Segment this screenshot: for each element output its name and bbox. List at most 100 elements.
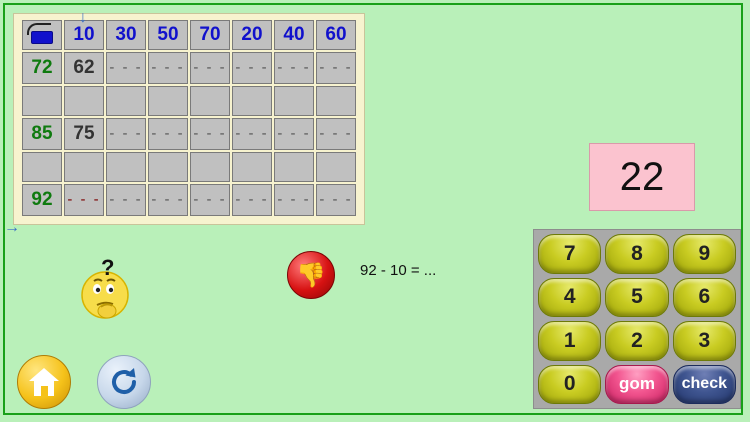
cell-placeholder-dots: - - - (151, 125, 185, 142)
cell-placeholder-dots: - - - (319, 59, 353, 76)
key-7[interactable]: 7 (538, 234, 602, 274)
answer-display: 22 (589, 143, 695, 211)
row-header (22, 152, 62, 182)
grid-cell-empty[interactable]: - - - (232, 118, 272, 150)
cell-placeholder-dots: - - - (277, 191, 311, 208)
grid-cell-empty[interactable]: - - - (316, 184, 356, 216)
cell-placeholder-dots: - - - (193, 191, 227, 208)
thinking-face-icon (77, 267, 133, 323)
grid-cell-active[interactable]: - - - (64, 184, 104, 216)
key-9[interactable]: 9 (672, 234, 736, 274)
grid-cell-empty[interactable]: - - - (190, 118, 230, 150)
key-3[interactable]: 3 (672, 321, 736, 361)
row-header: 85 (22, 118, 62, 150)
grid-row: 92 - - - - - - - - - - - - - - - - - - - - - (22, 184, 356, 216)
grid-cell-empty[interactable]: - - - (106, 184, 146, 216)
key-erase[interactable]: gom (605, 364, 669, 404)
cell-placeholder-dots: - - - (151, 191, 185, 208)
grid-cell-blank (274, 86, 314, 116)
grid-cell-blank (106, 152, 146, 182)
key-2[interactable]: 2 (605, 321, 669, 361)
reload-button[interactable] (97, 355, 151, 409)
grid-cell-blank (190, 86, 230, 116)
grid-cell-blank (316, 86, 356, 116)
key-1[interactable]: 1 (538, 321, 602, 361)
grid-cell-empty[interactable]: - - - (274, 118, 314, 150)
cell-placeholder-dots: - - - (235, 191, 269, 208)
question-mark: ? (101, 255, 115, 280)
grid-operator-cell (22, 20, 62, 50)
thumbs-down-icon: 👎 (287, 251, 335, 299)
grid-cell-empty[interactable]: - - - (316, 52, 356, 84)
cell-placeholder-dots: - - - (109, 125, 143, 142)
column-header: 10 (64, 20, 104, 50)
grid-row (22, 152, 356, 182)
grid-cell-blank (64, 86, 104, 116)
cell-placeholder-dots: - - - (151, 59, 185, 76)
cell-placeholder-dots: - - - (319, 125, 353, 142)
cell-placeholder-dots: - - - (109, 191, 143, 208)
row-header: 72 (22, 52, 62, 84)
grid-cell-blank (148, 152, 188, 182)
grid-cell-filled[interactable]: 75 (64, 118, 104, 150)
cell-placeholder-dots: - - - (235, 125, 269, 142)
cell-placeholder-dots: - - - (193, 125, 227, 142)
grid-cell-empty[interactable]: - - - (148, 184, 188, 216)
reload-icon (112, 368, 137, 395)
row-pointer-icon: → (4, 219, 20, 236)
grid-cell-empty[interactable]: - - - (106, 52, 146, 84)
grid-cell-blank (316, 152, 356, 182)
equation-text: 92 - 10 = ... (360, 262, 437, 279)
grid-cell-blank (232, 152, 272, 182)
row-header: 92 (22, 184, 62, 216)
key-4[interactable]: 4 (538, 277, 602, 317)
grid-cell-blank (190, 152, 230, 182)
key-8[interactable]: 8 (605, 234, 669, 274)
grid-cell-empty[interactable]: - - - (232, 184, 272, 216)
key-check[interactable]: check (672, 364, 736, 404)
grid-cell-empty[interactable]: - - - (316, 118, 356, 150)
cell-placeholder-dots: - - - (277, 125, 311, 142)
column-header: 60 (316, 20, 356, 50)
grid-cell-blank (64, 152, 104, 182)
column-header: 50 (148, 20, 188, 50)
cell-placeholder-dots: - - - (277, 59, 311, 76)
grid-cell-blank (148, 86, 188, 116)
grid-cell-blank (106, 86, 146, 116)
column-pointer-icon: ↓ (79, 9, 87, 26)
column-header: 20 (232, 20, 272, 50)
thumbs-down-glyph: 👎 (296, 261, 326, 289)
key-5[interactable]: 5 (605, 277, 669, 317)
cell-placeholder-dots: - - - (319, 191, 353, 208)
cell-placeholder-dots: - - - (109, 59, 143, 76)
answer-value: 22 (619, 154, 665, 199)
cell-placeholder-dots: - - - (67, 191, 101, 208)
key-6[interactable]: 6 (672, 277, 736, 317)
row-header (22, 86, 62, 116)
grid-cell-blank (232, 86, 272, 116)
grid-cell-empty[interactable]: - - - (148, 118, 188, 150)
grid-cell-empty[interactable]: - - - (190, 52, 230, 84)
grid-cell-empty[interactable]: - - - (190, 184, 230, 216)
grid-cell-blank (274, 152, 314, 182)
home-button[interactable] (17, 355, 71, 409)
grid-cell-filled[interactable]: 62 (64, 52, 104, 84)
grid-cell-empty[interactable]: - - - (232, 52, 272, 84)
grid-row (22, 86, 356, 116)
column-header: 70 (190, 20, 230, 50)
grid-cell-empty[interactable]: - - - (106, 118, 146, 150)
home-icon (29, 368, 59, 396)
grid-cell-empty[interactable]: - - - (148, 52, 188, 84)
grid-cell-empty[interactable]: - - - (274, 52, 314, 84)
key-0[interactable]: 0 (538, 364, 602, 404)
grid-cell-empty[interactable]: - - - (274, 184, 314, 216)
minus-operator-icon (31, 31, 53, 44)
cell-placeholder-dots: - - - (193, 59, 227, 76)
